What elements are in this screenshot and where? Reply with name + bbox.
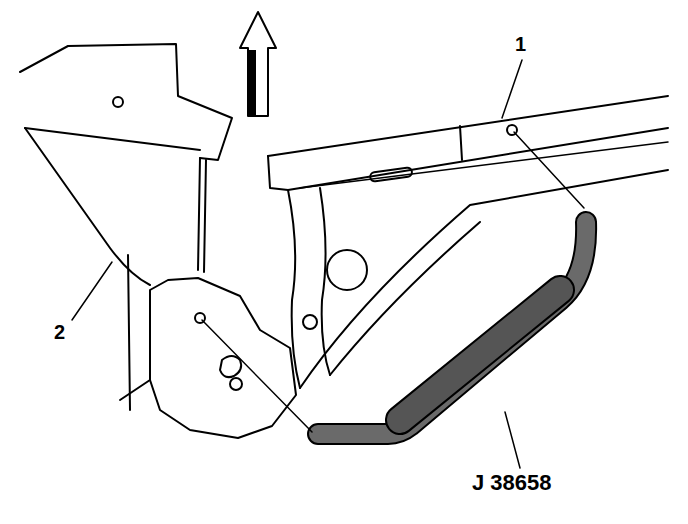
callout-number: 2	[52, 322, 67, 342]
callout-number: 1	[513, 34, 528, 54]
tool-number: J 38658	[470, 472, 554, 494]
